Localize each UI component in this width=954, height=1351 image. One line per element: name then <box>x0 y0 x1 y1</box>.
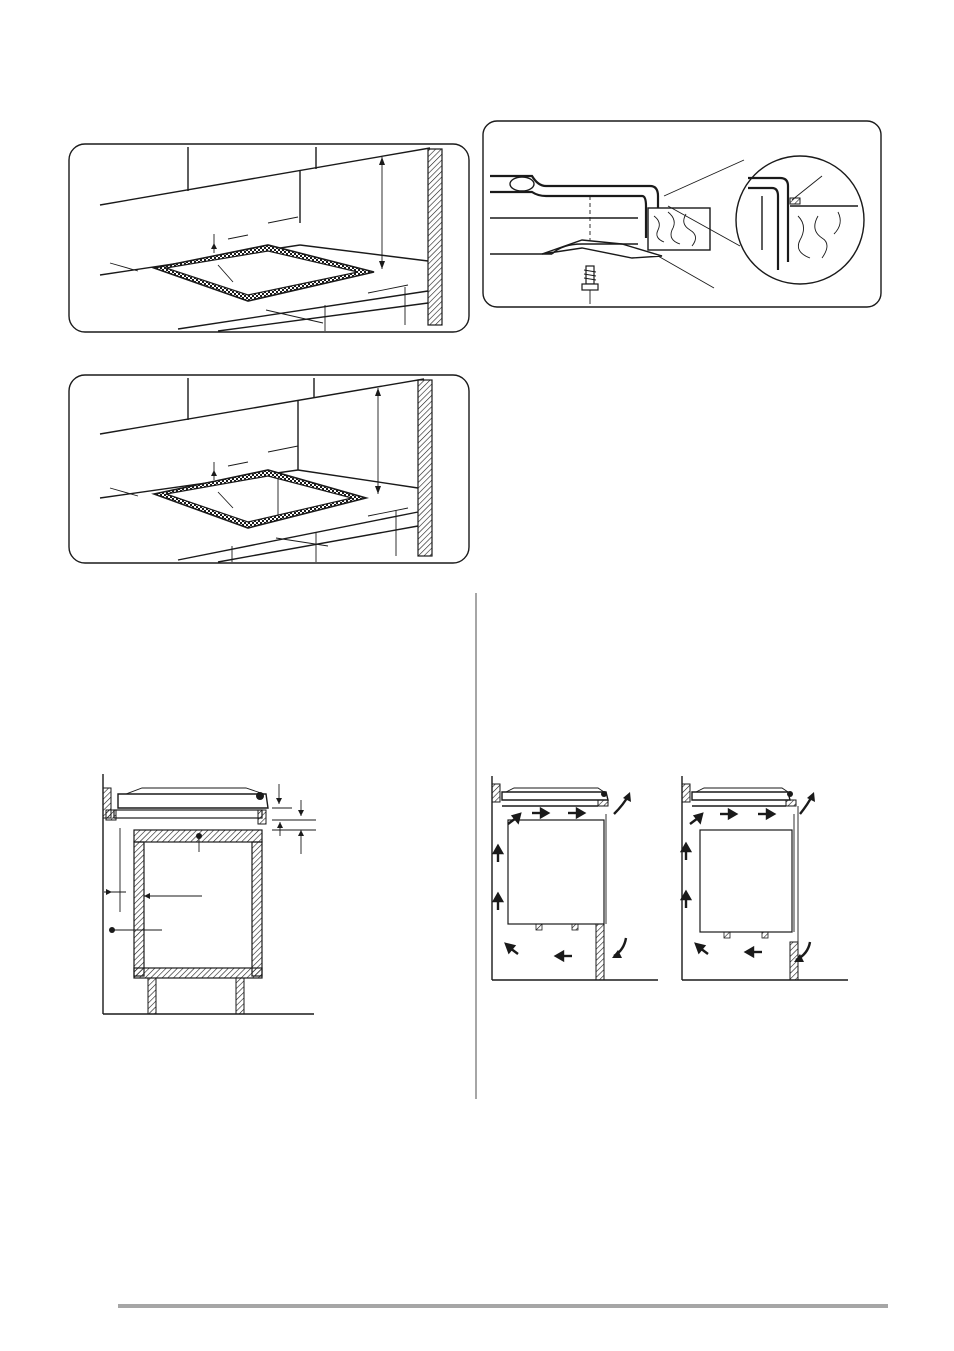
countertop-cutout-wall-figure <box>68 143 470 333</box>
hob-fixing-bracket-figure <box>482 120 882 308</box>
ventilation-figure-a <box>488 774 660 984</box>
curved-arrow-icon <box>794 792 815 962</box>
footer-rule <box>118 1304 888 1308</box>
cabinet-section-figure <box>96 772 322 1016</box>
ventilation-figure-b <box>678 774 852 984</box>
column-separator <box>475 593 477 1099</box>
curved-arrow-icon <box>612 792 631 958</box>
countertop-cutout-figure <box>68 374 470 564</box>
